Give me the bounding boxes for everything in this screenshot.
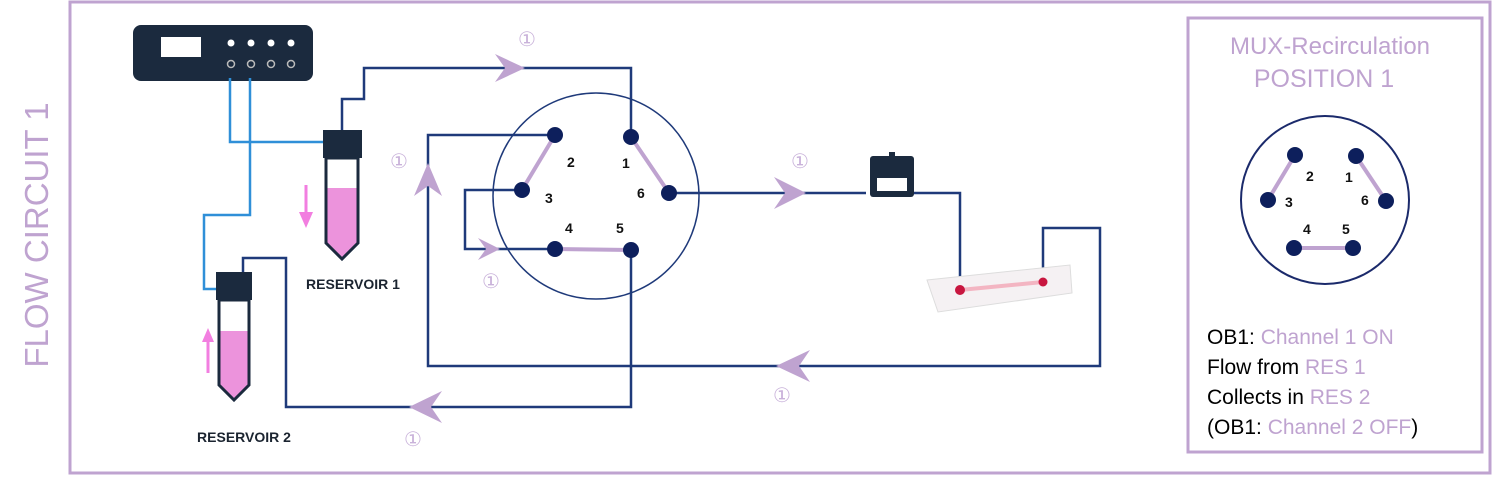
flow-step-marker: ① (404, 429, 422, 451)
flow-step-marker: ① (791, 151, 809, 173)
arrow-right-icon (478, 238, 500, 260)
panel-subtitle: POSITION 1 (1254, 65, 1394, 93)
status-line-flow: Flow from RES 1 (1207, 356, 1366, 379)
port-label: 3 (1285, 194, 1293, 210)
status-line-collect: Collects in RES 2 (1207, 386, 1370, 409)
arrow-right-icon (495, 54, 525, 82)
panel-title: MUX-Recirculation (1230, 33, 1430, 60)
port-label: 6 (637, 185, 645, 201)
tubing (241, 66, 1102, 409)
arrow-up-icon (414, 163, 442, 196)
reservoir-2: RESERVOIR 2 (197, 272, 291, 445)
port-label: 2 (567, 154, 575, 170)
flow-step-marker: ① (482, 271, 500, 293)
flow-arrows (409, 54, 810, 423)
flow-step-marker: ① (773, 385, 791, 407)
pressure-lines (202, 78, 324, 291)
port-label: 1 (622, 155, 630, 171)
port-label: 6 (1361, 192, 1369, 208)
port-label: 1 (1345, 169, 1353, 185)
arrow-up-icon (202, 328, 214, 373)
port-label: 5 (616, 220, 624, 236)
arrow-left-icon (409, 391, 442, 423)
reservoir-1-label: RESERVOIR 1 (306, 276, 400, 292)
flow-step-marker: ① (390, 151, 408, 173)
flow-step-marker: ① (518, 29, 536, 51)
reservoir-2-label: RESERVOIR 2 (197, 429, 291, 445)
port-label: 3 (545, 190, 553, 206)
outer-frame (68, 0, 1492, 475)
circuit-title: FLOW CIRCUIT 1 (18, 102, 55, 367)
position-panel: MUX-Recirculation POSITION 1 1 2 3 4 5 6… (1186, 16, 1484, 454)
flow-sensor-icon (870, 152, 914, 197)
port-label: 5 (1342, 221, 1350, 237)
status-line-ob1: OB1: Channel 1 ON (1207, 326, 1394, 349)
arrow-down-icon (299, 185, 313, 228)
port-label: 2 (1306, 168, 1314, 184)
valve: 1 2 3 4 5 6 (492, 92, 700, 300)
microfluidic-chip-icon (926, 264, 1073, 313)
reservoir-1: RESERVOIR 1 (306, 130, 400, 292)
arrow-left-icon (776, 350, 810, 382)
status-line-ob1-ch2: (OB1: Channel 2 OFF) (1207, 416, 1418, 439)
pressure-controller-icon (133, 25, 313, 81)
arrow-right-icon (774, 177, 806, 209)
port-label: 4 (565, 220, 573, 236)
port-label: 4 (1303, 221, 1311, 237)
